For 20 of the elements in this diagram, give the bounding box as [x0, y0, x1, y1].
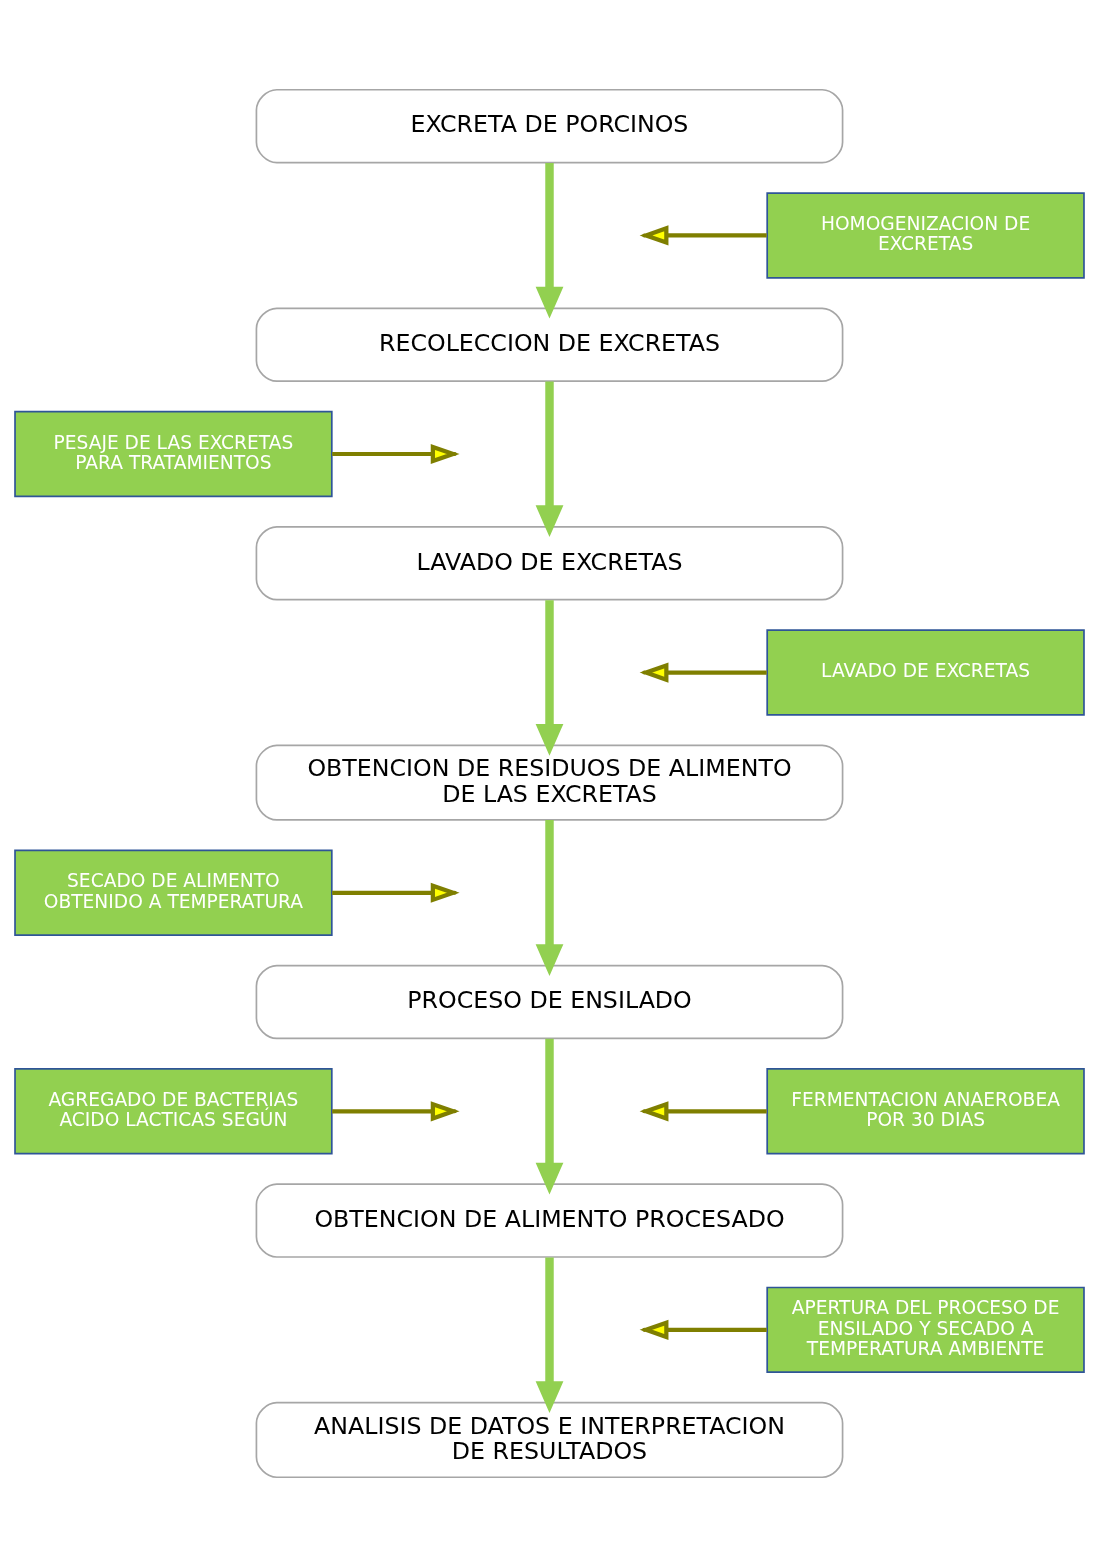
node-box: LAVADO DE EXCRETAS: [255, 526, 844, 601]
node-box: OBTENCION DE ALIMENTO PROCESADO: [255, 1183, 844, 1258]
node-box: PESAJE DE LAS EXCRETAS PARA TRATAMIENTOS: [14, 410, 333, 498]
node-box: PROCESO DE ENSILADO: [255, 964, 844, 1040]
node-box: OBTENCION DE RESIDUOS DE ALIMENTO DE LAS EXCRETAS: [255, 744, 844, 821]
arrow: [535, 381, 564, 538]
node-box: APERTURA DEL PROCESO DE ENSILADO Y SECADO A TEMPERATURA AMBIENTE: [766, 1286, 1085, 1374]
node-box: SECADO DE ALIMENTO OBTENIDO A TEMPERATURA: [14, 849, 333, 936]
node-box: RECOLECCION DE EXCRETAS: [255, 307, 844, 382]
node-box: HOMOGENIZACION DE EXCRETAS: [766, 192, 1085, 279]
arrow: [535, 600, 564, 756]
arrow: [535, 1257, 564, 1413]
arrow: [535, 820, 564, 976]
node-box: FERMENTACION ANAEROBEA POR 30 DIAS: [766, 1068, 1085, 1155]
node-box: ANALISIS DE DATOS E INTERPRETACION DE RESULTADOS: [255, 1401, 844, 1479]
node-box: LAVADO DE EXCRETAS: [766, 629, 1085, 716]
arrow: [535, 162, 564, 319]
node-box: EXCRETA DE PORCINOS: [255, 88, 844, 164]
arrow: [535, 1038, 564, 1195]
node-box: AGREGADO DE BACTERIAS ACIDO LACTICAS SEGÚN: [14, 1068, 333, 1155]
